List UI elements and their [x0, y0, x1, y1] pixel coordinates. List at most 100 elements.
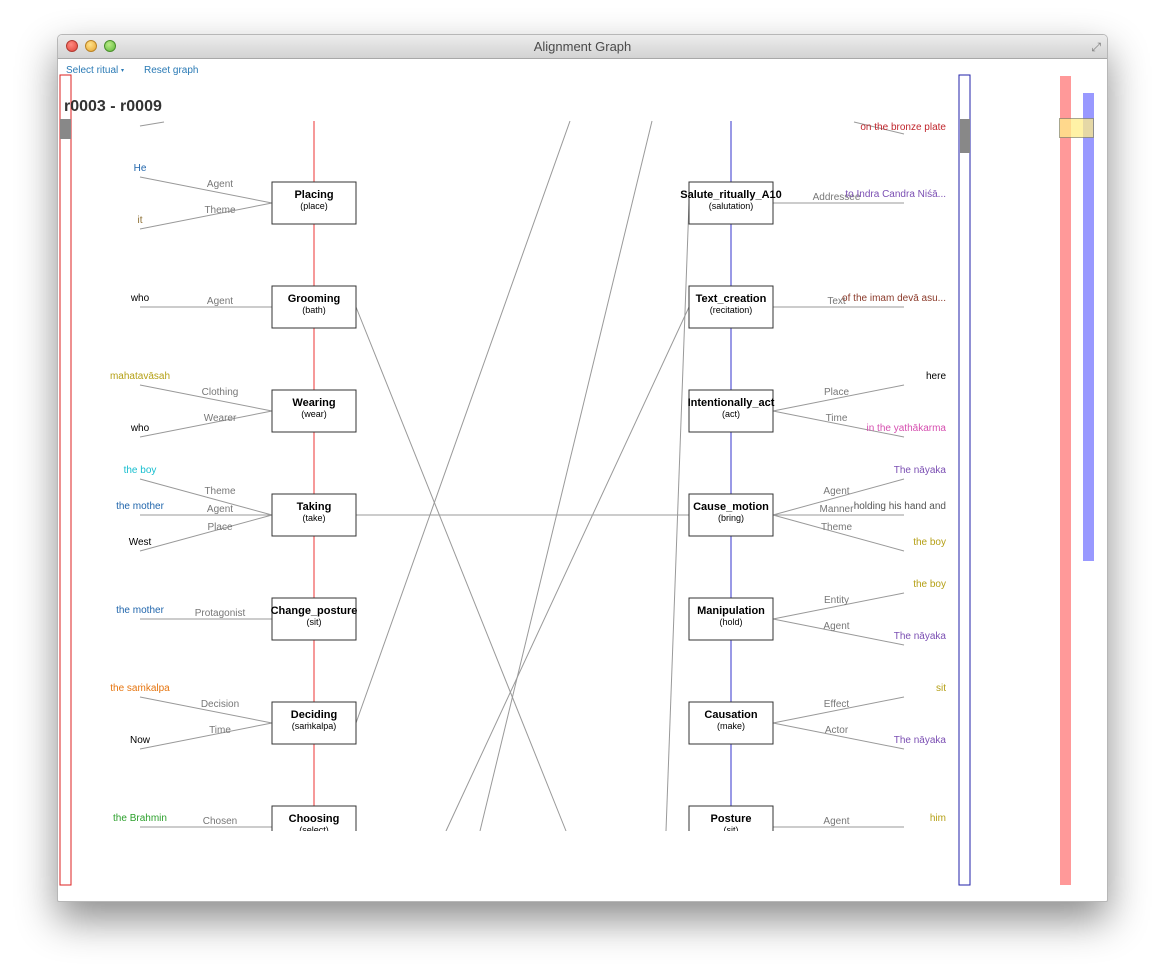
argument-label[interactable]: the saṁkalpa — [110, 683, 170, 694]
alignment-line — [355, 120, 571, 724]
arg-line — [772, 722, 905, 750]
argument-label[interactable]: the Brahmin — [113, 813, 167, 824]
window-title: Alignment Graph — [533, 39, 632, 54]
argument-label[interactable]: the mother — [116, 501, 164, 512]
title-bar[interactable]: Alignment Graph ⤢ — [58, 35, 1107, 59]
argument-label[interactable]: The nāyaka — [894, 465, 947, 476]
frame-subtitle: (select) — [299, 825, 329, 835]
argument-label[interactable]: the boy — [913, 537, 946, 548]
role-label: Agent — [823, 621, 849, 632]
role-label: Manner — [820, 504, 855, 515]
role-label: Chosen — [203, 816, 237, 827]
frame-name: Placing — [294, 189, 333, 201]
argument-label[interactable]: The nāyaka — [894, 735, 947, 746]
left-frame-node[interactable] — [271, 285, 357, 329]
argument-label[interactable]: Now — [130, 735, 151, 746]
role-label: Theme — [204, 486, 236, 497]
minimize-window-button[interactable] — [85, 40, 97, 52]
left-frame-node[interactable] — [271, 597, 357, 641]
argument-label[interactable]: who — [130, 293, 150, 304]
frame-subtitle: (saṁkalpa) — [292, 721, 337, 731]
argument-label[interactable]: the mother — [116, 605, 164, 616]
frame-name: Posture — [711, 813, 752, 825]
argument-label[interactable]: sit — [936, 683, 946, 694]
argument-label[interactable]: in the yathākarma — [867, 423, 947, 434]
frame-name: Change_posture — [271, 605, 358, 617]
role-label: Agent — [823, 816, 849, 827]
argument-label[interactable]: to Indra Candra Niśā... — [845, 189, 946, 200]
alignment-graph-canvas[interactable]: on the bronze plateAgentHeThemeitPlacing… — [58, 35, 1107, 901]
role-label: Time — [826, 413, 848, 424]
frame-name: Choosing — [289, 813, 340, 825]
close-window-button[interactable] — [66, 40, 78, 52]
arg-line — [139, 514, 273, 552]
frame-name: Deciding — [291, 709, 337, 721]
select-ritual-dropdown[interactable]: Select ritual ▾ — [66, 65, 124, 76]
right-scroll-track[interactable] — [958, 74, 971, 886]
arg-line — [139, 478, 273, 516]
arg-line — [772, 478, 905, 516]
alignment-line — [479, 120, 653, 832]
left-frame-node[interactable] — [271, 493, 357, 537]
arg-line — [139, 121, 165, 127]
left-ritual-minimap[interactable] — [1060, 76, 1071, 885]
frame-name: Wearing — [292, 397, 335, 409]
left-frame-node[interactable] — [271, 701, 357, 745]
reset-graph-link[interactable]: Reset graph — [144, 65, 199, 76]
role-label: Addressee — [813, 192, 861, 203]
right-frame-node[interactable] — [688, 493, 774, 537]
frame-subtitle: (act) — [722, 409, 740, 419]
arg-line — [139, 696, 273, 724]
argument-label[interactable]: it — [138, 215, 143, 226]
frame-subtitle: (bath) — [302, 305, 326, 315]
role-label: Agent — [823, 486, 849, 497]
role-label: Theme — [204, 205, 236, 216]
argument-label[interactable]: of the imam devā asu... — [842, 293, 946, 304]
frame-subtitle: (salutation) — [709, 201, 754, 211]
zoom-window-button[interactable] — [104, 40, 116, 52]
role-label: Theme — [821, 522, 853, 533]
alignment-line — [355, 306, 567, 832]
argument-label[interactable]: West — [129, 537, 152, 548]
argument-label[interactable]: here — [926, 371, 946, 382]
argument-label[interactable]: mahatavāsah — [110, 371, 170, 382]
role-label: Text — [827, 296, 846, 307]
argument-label[interactable]: He — [134, 163, 147, 174]
frame-subtitle: (take) — [302, 513, 325, 523]
argument-label[interactable]: the boy — [124, 465, 157, 476]
argument-label[interactable]: him — [930, 813, 946, 824]
frame-name: Intentionally_act — [688, 397, 775, 409]
frame-name: Salute_ritually_A10 — [680, 189, 782, 201]
role-label: Effect — [824, 699, 850, 710]
right-frame-node[interactable] — [688, 181, 774, 225]
argument-label[interactable]: The nāyaka — [894, 631, 947, 642]
left-frame-node[interactable] — [271, 389, 357, 433]
frame-name: Causation — [704, 709, 757, 721]
left-scroll-track[interactable] — [59, 74, 72, 886]
argument-label[interactable]: the boy — [913, 579, 946, 590]
right-scroll-thumb[interactable] — [960, 119, 970, 153]
right-frame-node[interactable] — [688, 701, 774, 745]
minimap-viewport-highlight[interactable] — [1059, 118, 1094, 138]
role-label: Protagonist — [195, 608, 246, 619]
right-frame-node[interactable] — [688, 285, 774, 329]
right-frame-node[interactable] — [688, 389, 774, 433]
argument-label[interactable]: holding his hand and — [854, 501, 946, 512]
right-ritual-minimap[interactable] — [1083, 93, 1094, 561]
left-scroll-thumb[interactable] — [60, 119, 71, 139]
arg-line — [139, 384, 273, 412]
arg-line — [853, 121, 905, 135]
arg-line — [772, 384, 905, 412]
graph-title: r0003 - r0009 — [64, 98, 162, 115]
frame-subtitle: (hold) — [719, 617, 742, 627]
role-label: Actor — [825, 725, 849, 736]
argument-label[interactable]: who — [130, 423, 150, 434]
left-frame-node[interactable] — [271, 181, 357, 225]
fullscreen-icon[interactable]: ⤢ — [1091, 40, 1101, 54]
arg-line — [772, 696, 905, 724]
frame-subtitle: (wear) — [301, 409, 327, 419]
arg-line — [139, 410, 273, 438]
alignment-line — [665, 202, 690, 832]
right-frame-node[interactable] — [688, 597, 774, 641]
arg-line — [772, 618, 905, 646]
